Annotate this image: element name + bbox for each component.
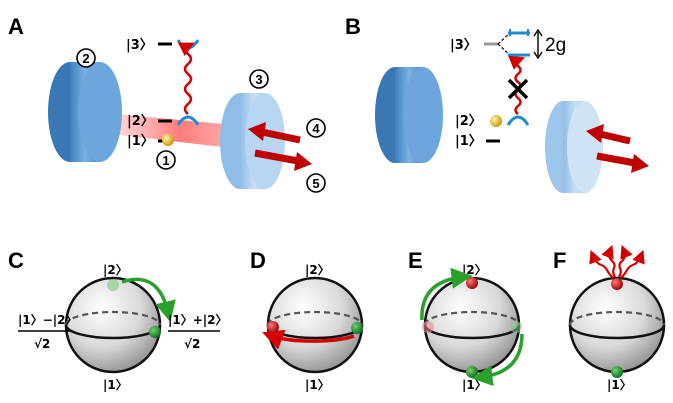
panel-label-e: E bbox=[408, 248, 423, 273]
bloch-top-label-e: |2〉 bbox=[462, 262, 487, 277]
ghost-green-dot-e bbox=[510, 321, 522, 333]
green-dot-e bbox=[466, 366, 478, 378]
level-1-label-a: |1〉 bbox=[127, 133, 154, 149]
bloch-top-label-c: |2〉 bbox=[103, 262, 128, 277]
marker-3: 3 bbox=[249, 69, 269, 89]
bloch-bottom-label-c: |1〉 bbox=[103, 377, 128, 392]
emission-photons-f bbox=[589, 244, 645, 279]
red-dot-d bbox=[267, 321, 279, 333]
marker-4: 4 bbox=[306, 118, 326, 138]
bloch-bottom-label-d: |1〉 bbox=[305, 377, 330, 392]
minus-state-numerator: |1〉−|2〉 bbox=[18, 312, 78, 327]
bloch-top-label-d: |2〉 bbox=[305, 262, 330, 277]
red-dot-e bbox=[466, 277, 478, 289]
cavity-bottom-bracket-b bbox=[506, 115, 530, 126]
cavity-top-bracket-b bbox=[509, 29, 529, 36]
panel-label-a: A bbox=[8, 14, 24, 39]
rotation-arrow-e-up bbox=[420, 267, 473, 321]
svg-text:1: 1 bbox=[162, 153, 169, 168]
red-dot-f bbox=[611, 278, 623, 290]
output-arrow-b bbox=[596, 152, 649, 173]
atom-b bbox=[490, 115, 502, 127]
level-3-label-a: |3〉 bbox=[126, 37, 153, 53]
panel-label-c: C bbox=[8, 248, 24, 273]
level-1-label-b: |1〉 bbox=[455, 133, 482, 149]
plus-state-numerator: |1〉+|2〉 bbox=[168, 312, 228, 327]
svg-text:2: 2 bbox=[82, 51, 89, 66]
bloch-bottom-label-f: |1〉 bbox=[607, 377, 632, 392]
mirror-right-a bbox=[220, 93, 285, 189]
minus-state-denominator: √2 bbox=[34, 337, 50, 351]
rotation-arrow-c bbox=[121, 277, 176, 323]
bloch-sphere-f bbox=[568, 276, 666, 374]
blocked-cross bbox=[507, 78, 529, 100]
state-dot-c bbox=[149, 326, 161, 338]
mirror-left-a bbox=[48, 62, 122, 162]
green-dot-d bbox=[351, 322, 363, 334]
bloch-sphere-e bbox=[423, 276, 521, 374]
input-arrow-b bbox=[586, 124, 631, 145]
split-dashes-b bbox=[497, 32, 511, 56]
level-2-label-a: |2〉 bbox=[127, 113, 154, 129]
level-3-label-b: |3〉 bbox=[450, 37, 477, 53]
bloch-sphere-c bbox=[64, 276, 162, 374]
atom-a bbox=[162, 134, 174, 146]
marker-2: 2 bbox=[76, 48, 96, 68]
bloch-bottom-label-e: |1〉 bbox=[462, 377, 487, 392]
coupling-label: 2g bbox=[545, 35, 566, 56]
svg-text:5: 5 bbox=[312, 176, 319, 191]
ghost-state-dot-c bbox=[107, 279, 119, 291]
green-dot-f bbox=[611, 366, 623, 378]
marker-5: 5 bbox=[306, 173, 326, 193]
panel-label-b: B bbox=[345, 14, 361, 39]
svg-text:4: 4 bbox=[312, 121, 320, 136]
svg-text:3: 3 bbox=[255, 72, 262, 87]
photon-wave-a bbox=[177, 42, 195, 115]
marker-1: 1 bbox=[156, 150, 176, 170]
precession-arrow-d bbox=[262, 329, 355, 350]
input-arrow-a bbox=[248, 122, 301, 144]
bloch-sphere-d bbox=[266, 276, 364, 374]
plus-state-denominator: √2 bbox=[184, 337, 200, 351]
ghost-red-dot-e bbox=[422, 321, 434, 333]
level-2-label-b: |2〉 bbox=[455, 113, 482, 129]
mirror-left-b bbox=[375, 67, 443, 163]
output-arrow-a bbox=[254, 149, 312, 171]
mirror-right-b bbox=[545, 101, 603, 193]
panel-label-f: F bbox=[553, 248, 566, 273]
panel-label-d: D bbox=[250, 248, 266, 273]
rotation-arrow-e-down bbox=[471, 333, 524, 387]
cavity-bottom-bracket-a bbox=[176, 115, 200, 126]
